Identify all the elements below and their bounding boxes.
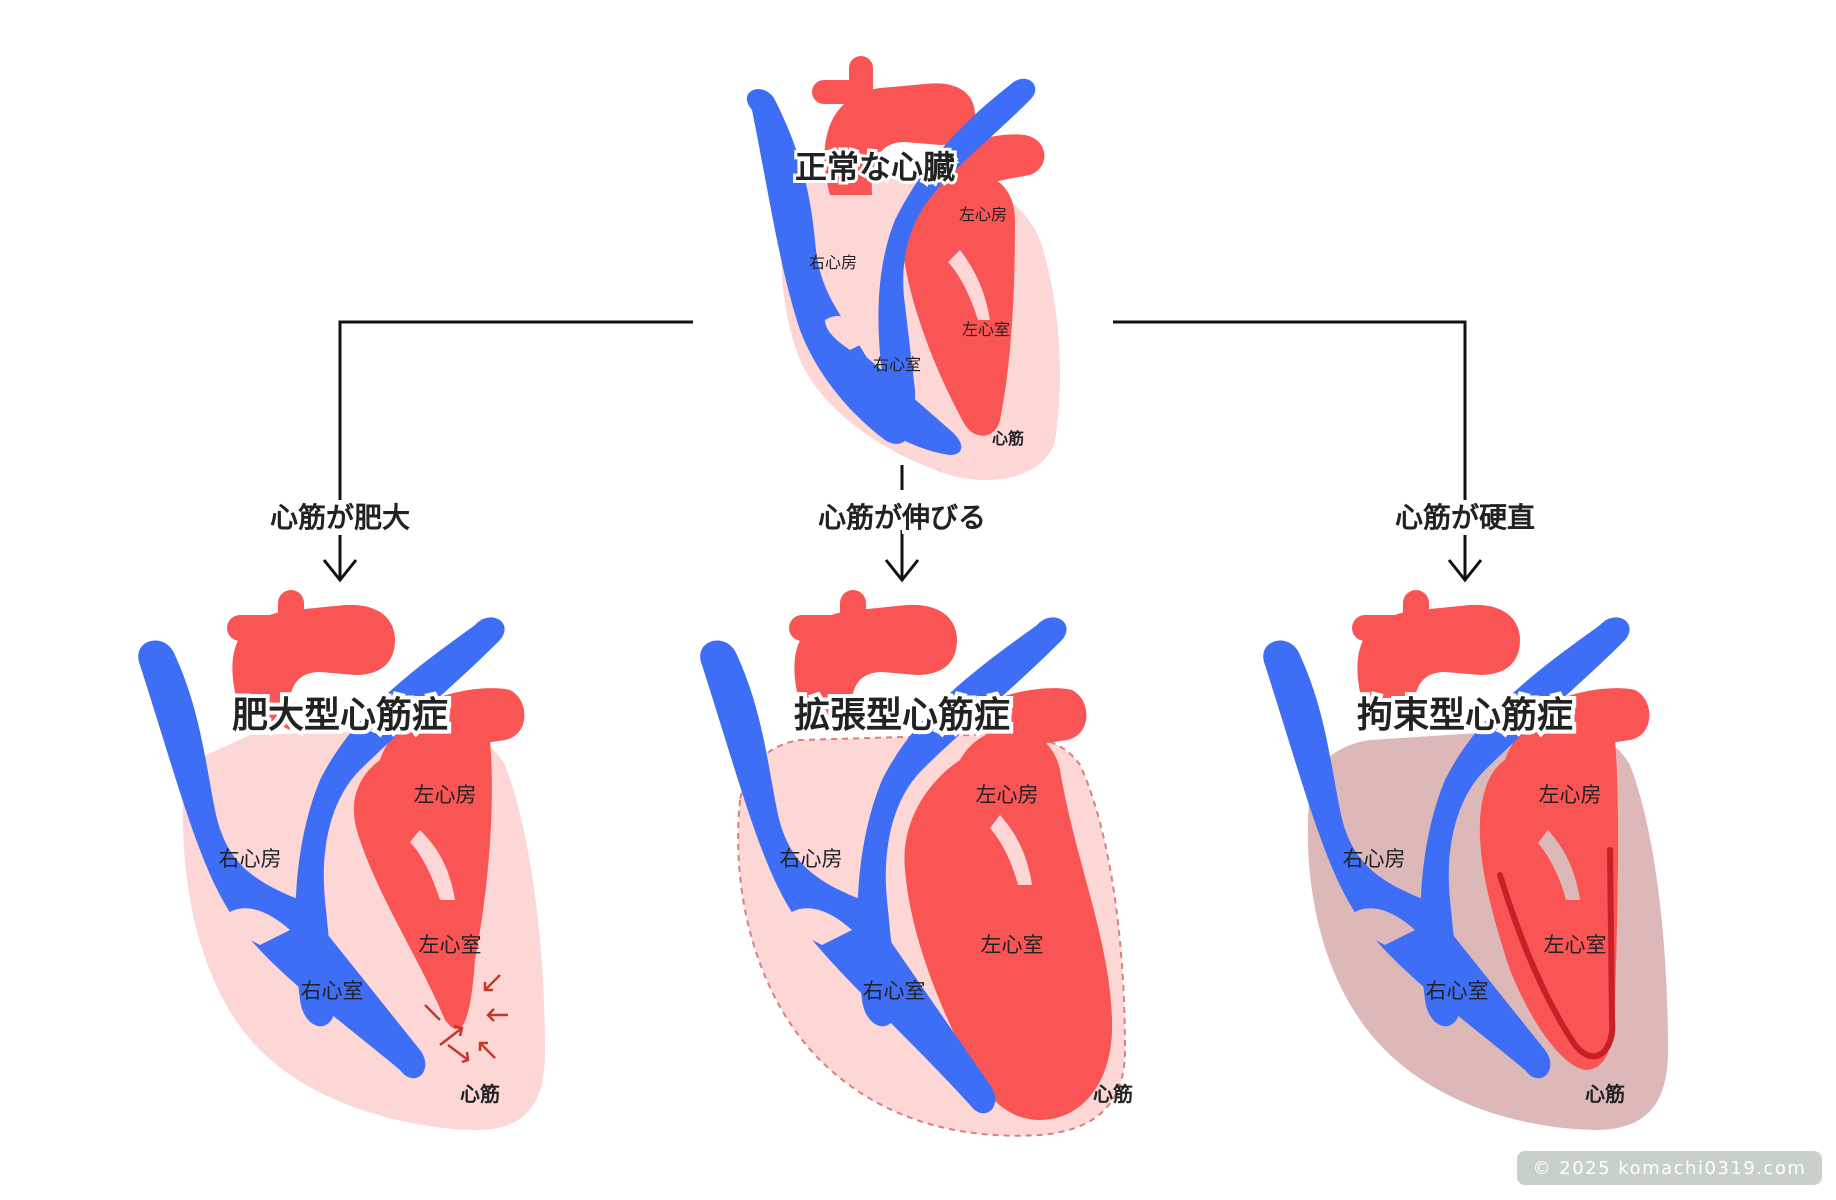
restrictive-stiff-wall (1497, 847, 1616, 1060)
hypertrophic-myocardium-label: 心筋 (460, 1082, 500, 1106)
normal-left-chambers (901, 171, 1015, 436)
hypertrophic-left-ventricle-label: 左心室 (419, 933, 482, 957)
branch-label-hypertrophy: 心筋が肥大 (270, 501, 410, 534)
normal-left-atrium-label: 左心房 (959, 205, 1007, 224)
dilated-right-ventricle-label: 右心室 (863, 979, 926, 1003)
normal-myocardium-label: 心筋 (992, 429, 1024, 448)
dilated-left-chambers (904, 729, 1113, 1120)
right-arrow-head (1447, 559, 1483, 583)
hypertrophic-right-side (138, 640, 426, 1079)
normal-heart: 正常な心臓 右心房 左心房 右心室 左心室 心筋 (746, 56, 1060, 480)
left-connector (338, 320, 693, 500)
normal-left-ventricle-label: 左心室 (962, 320, 1010, 339)
branch-label-stiff: 心筋が硬直 (1395, 501, 1535, 534)
dilated-title: 拡張型心筋症 (794, 695, 1010, 736)
restrictive-left-ventricle-label: 左心室 (1544, 933, 1607, 957)
normal-right-ventricle-label: 右心室 (873, 355, 921, 374)
hypertrophic-right-ventricle-label: 右心室 (301, 979, 364, 1003)
left-arrow-head (322, 559, 358, 583)
hypertrophic-title: 肥大型心筋症 (232, 695, 448, 736)
restrictive-right-side (1263, 640, 1551, 1079)
hypertrophy-arrows (424, 974, 508, 1064)
connector-lines (322, 320, 1483, 583)
hypertrophic-heart: 肥大型心筋症 右心房 左心房 右心室 左心室 心筋 (138, 590, 545, 1130)
right-connector (1113, 320, 1467, 500)
hypertrophic-left-chambers (353, 712, 492, 1030)
dilated-right-atrium-label: 右心房 (780, 847, 843, 871)
restrictive-left-chambers (1479, 712, 1619, 1070)
normal-right-atrium-label: 右心房 (809, 253, 857, 272)
restrictive-left-atrium-label: 左心房 (1539, 783, 1602, 807)
dilated-myocardium-label: 心筋 (1093, 1082, 1133, 1106)
hypertrophic-left-atrium-label: 左心房 (414, 783, 477, 807)
dilated-heart: 拡張型心筋症 右心房 左心房 右心室 左心室 心筋 (700, 590, 1133, 1137)
restrictive-title: 拘束型心筋症 (1357, 695, 1573, 736)
restrictive-right-ventricle-label: 右心室 (1426, 979, 1489, 1003)
normal-title: 正常な心臓 (795, 148, 955, 186)
normal-right-side (746, 89, 909, 444)
restrictive-right-atrium-label: 右心房 (1343, 847, 1406, 871)
restrictive-myocardium-label: 心筋 (1585, 1082, 1625, 1106)
branch-label-stretch: 心筋が伸びる (818, 501, 986, 534)
hypertrophic-right-atrium-label: 右心房 (219, 847, 282, 871)
copyright-badge: © 2025 komachi0319.com (1517, 1151, 1822, 1185)
center-arrow-head (884, 559, 920, 583)
dilated-left-ventricle-label: 左心室 (981, 933, 1044, 957)
dilated-right-side (700, 640, 996, 1114)
dilated-left-atrium-label: 左心房 (976, 783, 1039, 807)
restrictive-heart: 拘束型心筋症 右心房 左心房 右心室 左心室 心筋 (1263, 590, 1668, 1130)
